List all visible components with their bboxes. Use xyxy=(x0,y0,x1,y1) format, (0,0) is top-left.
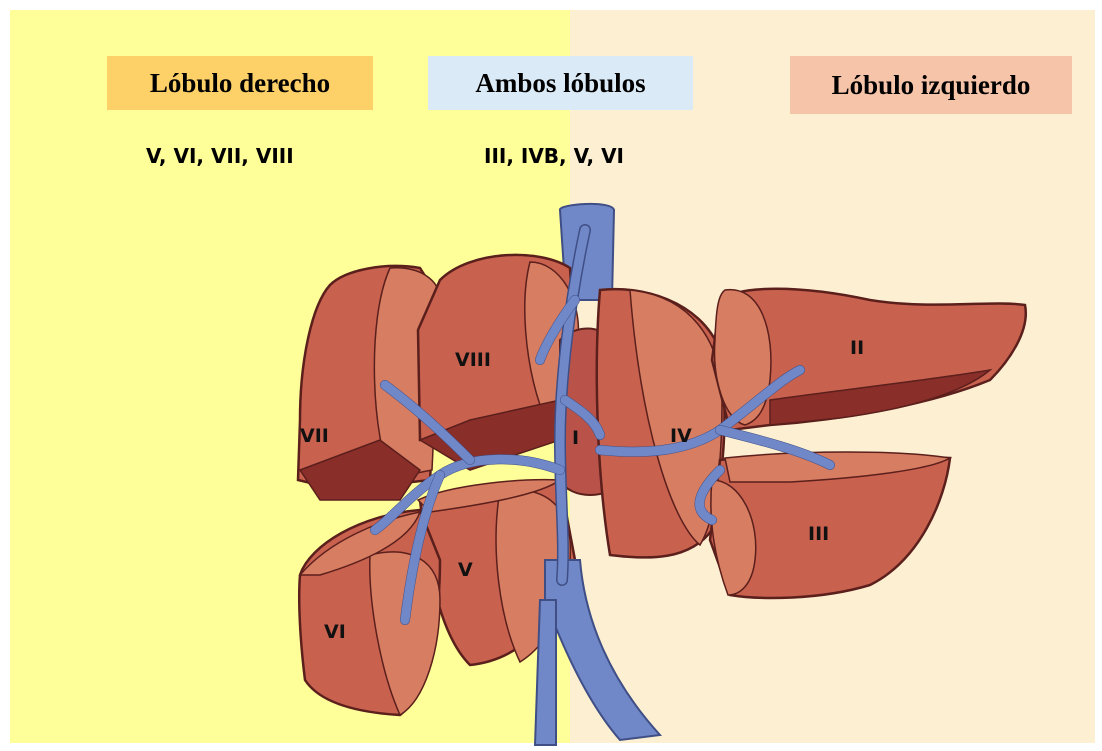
segment-vi-label: VI xyxy=(324,621,346,643)
segment-i-label: I xyxy=(572,427,579,449)
segment-iii-label: III xyxy=(808,523,829,545)
segment-v-label: V xyxy=(458,559,473,581)
segment-vii-label: VII xyxy=(300,425,329,447)
segment-viii-label: VIII xyxy=(455,349,491,371)
vena-cava-lower xyxy=(545,560,660,740)
segment-ii-label: II xyxy=(850,337,864,359)
segment-iv-label: IV xyxy=(670,425,692,447)
